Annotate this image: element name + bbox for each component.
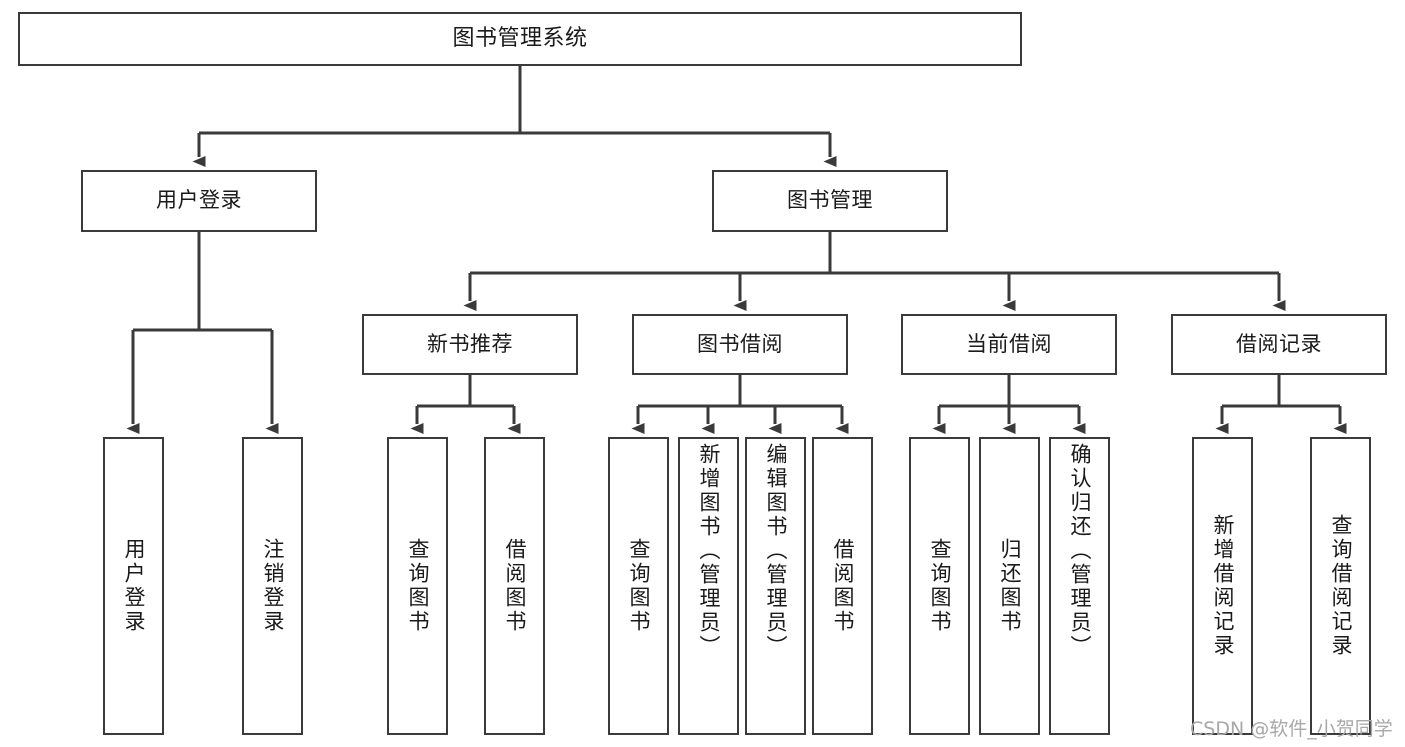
node-label: 图书管理系统 xyxy=(452,25,588,51)
node-label: 查询图书 xyxy=(627,538,651,634)
leaf-user-login-login[interactable]: 用户登录 xyxy=(103,437,164,735)
node-user-login[interactable]: 用户登录 xyxy=(81,170,317,232)
node-label: 查询借阅记录 xyxy=(1329,514,1353,658)
node-label: 查询图书 xyxy=(406,538,430,634)
node-label: 当前借阅 xyxy=(966,331,1052,356)
leaf-current-confirm-return-admin[interactable]: 确认归还（管理员） xyxy=(1049,437,1110,735)
node-new-book-recommend[interactable]: 新书推荐 xyxy=(362,314,578,375)
node-label: 查询图书 xyxy=(928,538,952,634)
leaf-borrow-add-book-admin[interactable]: 新增图书（管理员） xyxy=(678,437,739,735)
leaf-recommend-borrow-book[interactable]: 借阅图书 xyxy=(484,437,545,735)
node-label: 图书管理 xyxy=(787,188,873,213)
node-label: 注销登录 xyxy=(261,538,285,634)
node-label: 新增图书（管理员） xyxy=(697,443,721,659)
node-borrow-record[interactable]: 借阅记录 xyxy=(1171,314,1387,375)
leaf-borrow-borrow-book[interactable]: 借阅图书 xyxy=(812,437,873,735)
leaf-current-return-book[interactable]: 归还图书 xyxy=(979,437,1040,735)
leaf-recommend-query-book[interactable]: 查询图书 xyxy=(387,437,448,735)
leaf-record-query-record[interactable]: 查询借阅记录 xyxy=(1310,437,1371,735)
leaf-record-add-record[interactable]: 新增借阅记录 xyxy=(1192,437,1253,735)
node-current-borrow[interactable]: 当前借阅 xyxy=(901,314,1117,375)
leaf-user-login-logout[interactable]: 注销登录 xyxy=(242,437,303,735)
csdn-watermark: CSDN @软件_小贺同学 xyxy=(1190,718,1393,740)
leaf-current-query-book[interactable]: 查询图书 xyxy=(909,437,970,735)
node-label: 借阅图书 xyxy=(831,538,855,634)
node-label: 编辑图书（管理员） xyxy=(764,443,788,659)
node-label: 用户登录 xyxy=(122,538,146,634)
leaf-borrow-query-book[interactable]: 查询图书 xyxy=(608,437,669,735)
node-label: 归还图书 xyxy=(998,538,1022,634)
node-label: 借阅记录 xyxy=(1236,331,1322,356)
node-book-management[interactable]: 图书管理 xyxy=(712,170,948,232)
node-book-borrow[interactable]: 图书借阅 xyxy=(632,314,848,375)
node-label: 图书借阅 xyxy=(697,331,783,356)
node-label: 确认归还（管理员） xyxy=(1068,443,1092,659)
node-root-system[interactable]: 图书管理系统 xyxy=(18,12,1022,66)
node-label: 用户登录 xyxy=(156,188,242,213)
node-label: 新书推荐 xyxy=(427,331,513,356)
node-label: 借阅图书 xyxy=(503,538,527,634)
node-label: 新增借阅记录 xyxy=(1211,514,1235,658)
leaf-borrow-edit-book-admin[interactable]: 编辑图书（管理员） xyxy=(745,437,806,735)
